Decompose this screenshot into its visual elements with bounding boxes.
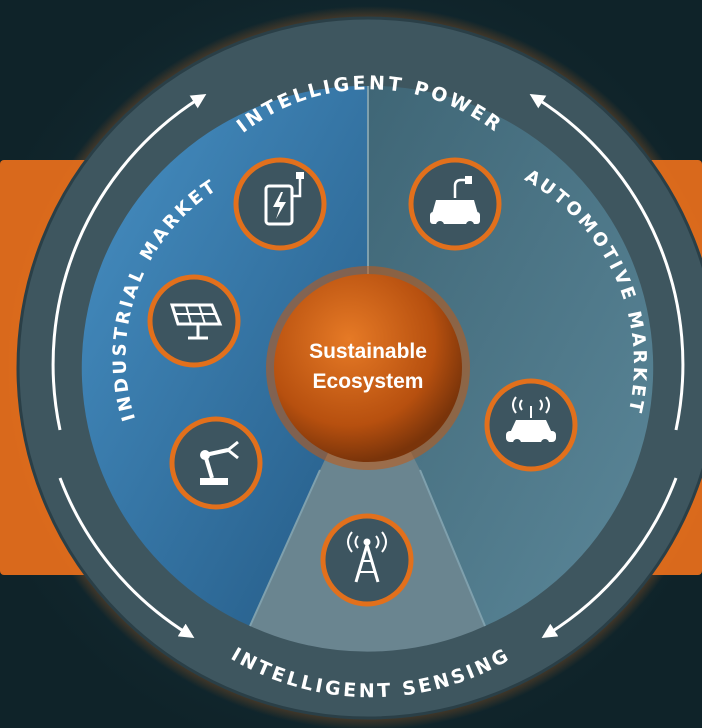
outer-ring-edge [16, 16, 702, 720]
cell-tower-icon [320, 513, 414, 607]
solar-panel-icon [147, 274, 241, 368]
robot-arm-icon [169, 416, 263, 510]
center-label-line2: Ecosystem [313, 370, 424, 393]
arrow-right-up [529, 93, 685, 431]
charging-station-icon [233, 157, 327, 251]
electric-car-icon [408, 157, 502, 251]
center-circle [274, 274, 462, 462]
arrow-left-down [58, 477, 195, 638]
connected-car-icon [484, 378, 578, 472]
arrow-right-down [541, 477, 678, 638]
center-label-line1: Sustainable [309, 340, 427, 363]
separator-right [419, 469, 486, 627]
arrow-left-up [51, 93, 207, 431]
separator-left [249, 469, 321, 627]
